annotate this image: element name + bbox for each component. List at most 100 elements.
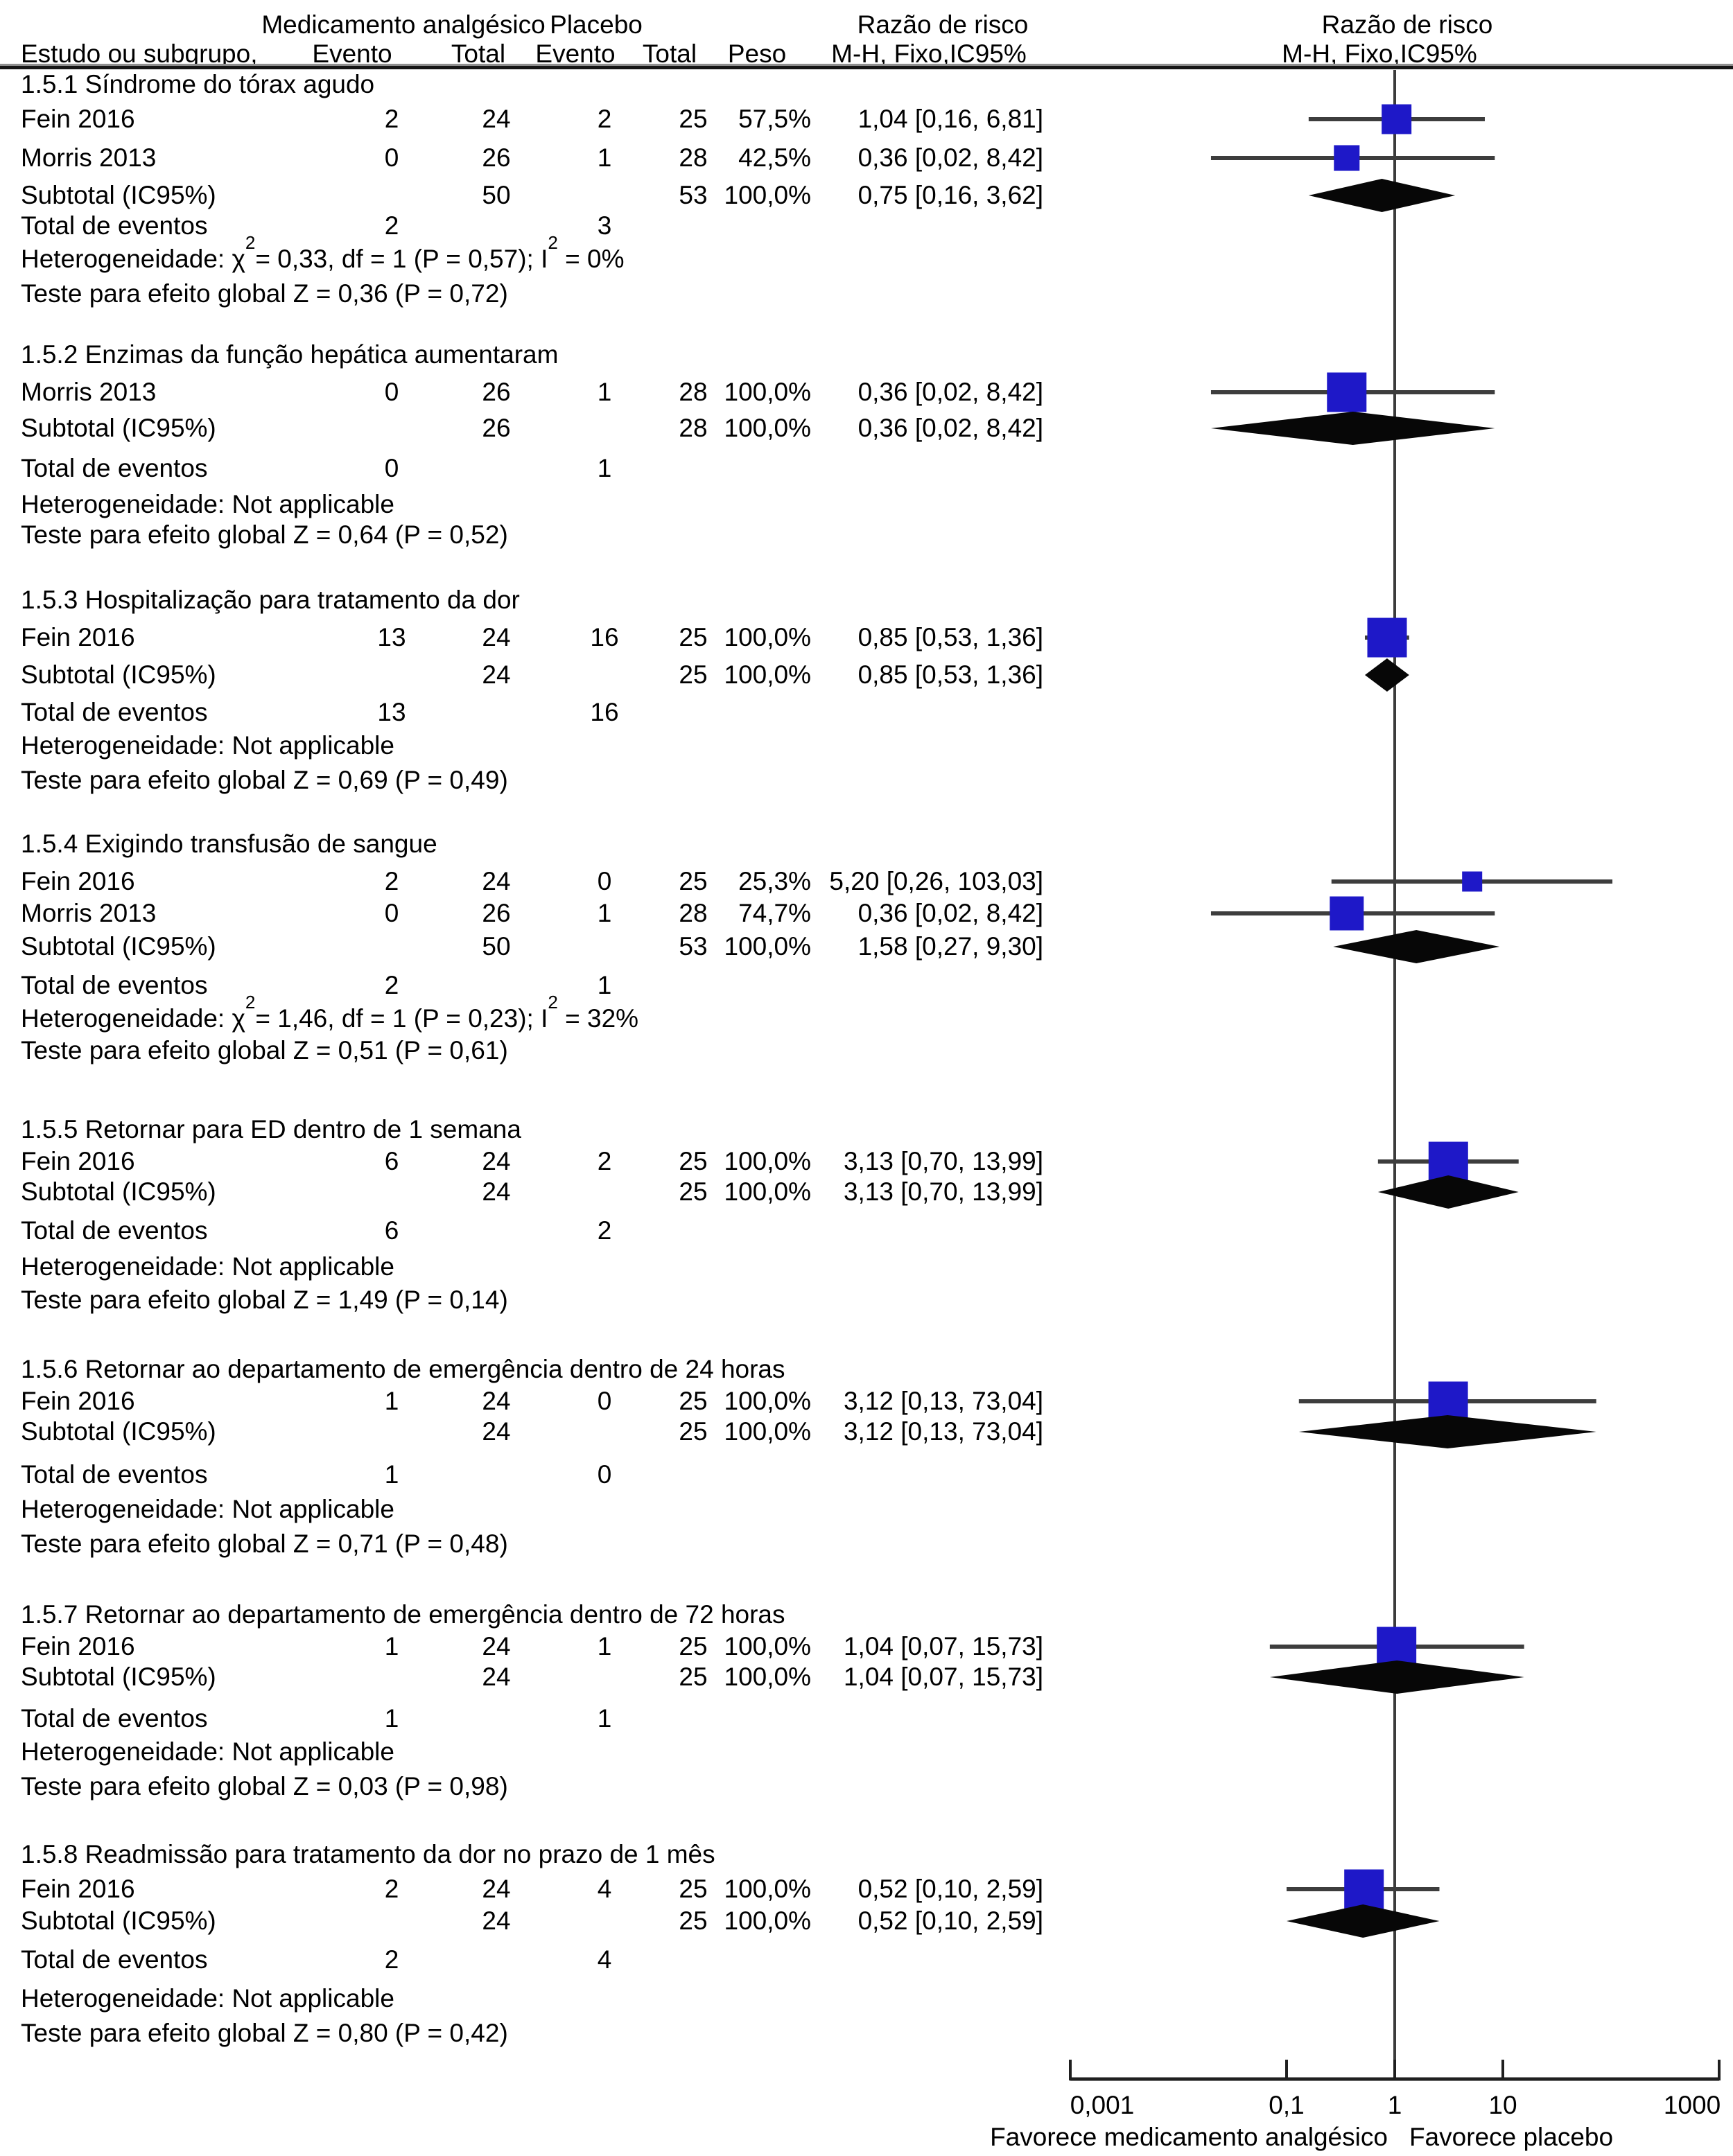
study-total-treatment: 26: [482, 143, 511, 172]
section-title: 1.5.4 Exigindo transfusão de sangue: [21, 830, 437, 858]
study-events-placebo: 0: [597, 867, 612, 895]
study-total-treatment: 24: [482, 105, 511, 133]
study-weight: 74,7%: [738, 899, 811, 927]
subtotal-label: Subtotal (IC95%): [21, 181, 216, 209]
subtotal-total-placebo: 53: [679, 932, 708, 961]
total-events-label: Total de eventos: [21, 971, 208, 999]
study-total-placebo: 28: [679, 899, 708, 927]
study-name: Morris 2013: [21, 899, 157, 927]
subtotal-rr-ci-text: 0,85 [0,53, 1,36]: [857, 660, 1043, 689]
total-events-label: Total de eventos: [21, 1945, 208, 1974]
subtotal-total-treatment: 24: [482, 660, 511, 689]
subtotal-total-placebo: 25: [679, 1663, 708, 1691]
column-header-total-placebo: Total: [642, 40, 697, 68]
overall-effect-test-text: Teste para efeito global Z = 0,51 (P = 0…: [21, 1036, 508, 1064]
column-header-method-text: M-H, Fixo,IC95%: [831, 40, 1027, 68]
favor-right-label: Favorece placebo: [1409, 2123, 1614, 2151]
effect-square: [1377, 1627, 1417, 1667]
study-name: Fein 2016: [21, 1387, 135, 1415]
total-events-treatment: 13: [377, 698, 406, 726]
heterogeneity-text: Heterogeneidade: Not applicable: [21, 1737, 394, 1766]
subtotal-total-treatment: 50: [482, 181, 511, 209]
column-header-study: Estudo ou subgrupo,: [21, 40, 258, 68]
study-events-placebo: 1: [597, 899, 612, 927]
study-events-placebo: 1: [597, 1632, 612, 1660]
total-events-placebo: 3: [597, 211, 612, 240]
study-weight: 25,3%: [738, 867, 811, 895]
study-rr-ci-text: 3,12 [0,13, 73,04]: [843, 1387, 1043, 1415]
study-name: Morris 2013: [21, 143, 157, 172]
study-events-treatment: 6: [384, 1147, 399, 1175]
study-name: Fein 2016: [21, 1875, 135, 1903]
x-axis-tick-label: 0,001: [1070, 2091, 1135, 2119]
overall-effect-test-text: Teste para efeito global Z = 0,69 (P = 0…: [21, 766, 508, 794]
subtotal-total-placebo: 25: [679, 1907, 708, 1935]
section-title: 1.5.7 Retornar ao departamento de emergê…: [21, 1600, 785, 1629]
subtotal-label: Subtotal (IC95%): [21, 660, 216, 689]
study-events-placebo: 2: [597, 105, 612, 133]
study-name: Fein 2016: [21, 105, 135, 133]
x-axis-tick-label: 1: [1387, 2091, 1402, 2119]
total-events-treatment: 2: [384, 1945, 399, 1974]
study-weight: 100,0%: [724, 1632, 812, 1660]
study-rr-ci-text: 1,04 [0,16, 6,81]: [857, 105, 1043, 133]
total-events-placebo: 4: [597, 1945, 612, 1974]
subtotal-diamond: [1364, 658, 1409, 692]
subtotal-diamond: [1298, 1415, 1596, 1448]
effect-square: [1327, 372, 1367, 412]
total-events-placebo: 1: [597, 1704, 612, 1733]
subtotal-diamond: [1269, 1660, 1524, 1694]
x-axis-tick-label: 0,1: [1269, 2091, 1305, 2119]
study-events-placebo: 16: [590, 623, 619, 651]
study-rr-ci-text: 0,85 [0,53, 1,36]: [857, 623, 1043, 651]
study-total-treatment: 24: [482, 1147, 511, 1175]
total-events-label: Total de eventos: [21, 1460, 208, 1489]
study-events-treatment: 0: [384, 143, 399, 172]
subtotal-diamond: [1333, 930, 1500, 963]
study-rr-ci-text: 0,36 [0,02, 8,42]: [857, 899, 1043, 927]
heterogeneity-text: Heterogeneidade: Not applicable: [21, 731, 394, 760]
heterogeneity-text: Heterogeneidade: Not applicable: [21, 1495, 394, 1523]
study-events-treatment: 1: [384, 1387, 399, 1415]
subtotal-label: Subtotal (IC95%): [21, 932, 216, 961]
overall-effect-test-text: Teste para efeito global Z = 0,36 (P = 0…: [21, 279, 508, 308]
effect-square: [1367, 617, 1407, 658]
column-header-total-treatment: Total: [451, 40, 506, 68]
subtotal-total-treatment: 24: [482, 1177, 511, 1206]
effect-square: [1462, 871, 1483, 892]
study-events-treatment: 2: [384, 105, 399, 133]
study-events-placebo: 4: [597, 1875, 612, 1903]
study-weight: 100,0%: [724, 1147, 812, 1175]
subtotal-rr-ci-text: 1,04 [0,07, 15,73]: [843, 1663, 1043, 1691]
study-events-treatment: 0: [384, 899, 399, 927]
study-name: Morris 2013: [21, 378, 157, 406]
effect-square: [1428, 1141, 1468, 1182]
effect-square: [1382, 104, 1412, 134]
subtotal-weight: 100,0%: [724, 1417, 812, 1446]
total-events-placebo: 16: [590, 698, 619, 726]
effect-header-text: Razão de risco: [857, 10, 1029, 39]
study-total-treatment: 26: [482, 899, 511, 927]
total-events-label: Total de eventos: [21, 698, 208, 726]
subtotal-rr-ci-text: 0,36 [0,02, 8,42]: [857, 414, 1043, 442]
section-title: 1.5.2 Enzimas da função hepática aumenta…: [21, 340, 559, 369]
total-events-treatment: 0: [384, 454, 399, 482]
subtotal-total-treatment: 26: [482, 414, 511, 442]
subtotal-weight: 100,0%: [724, 1177, 812, 1206]
subtotal-rr-ci-text: 3,12 [0,13, 73,04]: [843, 1417, 1043, 1446]
subtotal-total-treatment: 50: [482, 932, 511, 961]
subtotal-total-placebo: 25: [679, 660, 708, 689]
subtotal-total-treatment: 24: [482, 1907, 511, 1935]
subtotal-weight: 100,0%: [724, 414, 812, 442]
total-events-placebo: 1: [597, 971, 612, 999]
study-total-treatment: 24: [482, 623, 511, 651]
column-header-event-placebo: Evento: [535, 40, 616, 68]
section-title: 1.5.3 Hospitalização para tratamento da …: [21, 586, 520, 614]
study-rr-ci-text: 5,20 [0,26, 103,03]: [829, 867, 1043, 895]
study-total-treatment: 24: [482, 1387, 511, 1415]
heterogeneity-text: Heterogeneidade: χ2= 1,46, df = 1 (P = 0…: [21, 991, 639, 1033]
effect-square: [1334, 145, 1360, 171]
subtotal-rr-ci-text: 3,13 [0,70, 13,99]: [843, 1177, 1043, 1206]
subtotal-total-placebo: 53: [679, 181, 708, 209]
